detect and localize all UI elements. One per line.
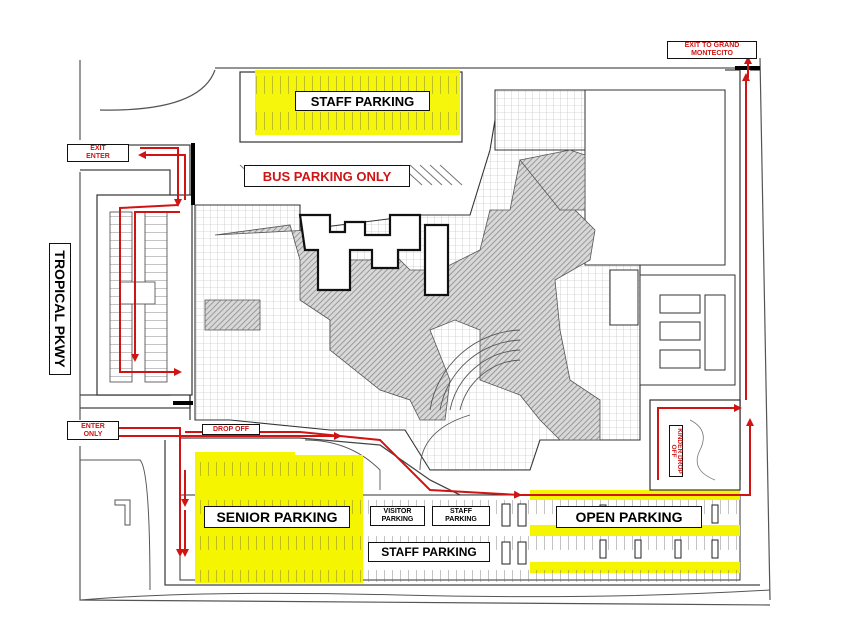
- visitor-parking-label: VISITOR PARKING: [370, 506, 425, 526]
- staff-parking-top-label: STAFF PARKING: [295, 91, 430, 111]
- exit-grand-montecito-label: EXIT TO GRAND MONTECITO: [667, 41, 757, 59]
- enter-only-label: ENTER ONLY: [67, 421, 119, 440]
- exit-enter-label: EXIT ENTER: [67, 144, 129, 162]
- drop-off-label: DROP OFF: [202, 424, 260, 435]
- building-footprints: [298, 213, 450, 297]
- traffic-routes: [112, 56, 754, 557]
- staff-parking-bottom-label: STAFF PARKING: [368, 542, 490, 562]
- staff-parking-small-label: STAFF PARKING: [432, 506, 490, 526]
- open-parking-label: OPEN PARKING: [556, 506, 702, 528]
- left-parking-lot: [96, 194, 193, 396]
- lower-left-area: [79, 459, 771, 601]
- kinder-drop-off-label: KINDER DROP OFF: [669, 425, 683, 477]
- senior-parking-label: SENIOR PARKING: [204, 506, 350, 528]
- school-buildings: [204, 149, 601, 441]
- road-label: TROPICAL PKWY: [49, 243, 71, 375]
- bus-parking-label: BUS PARKING ONLY: [244, 165, 410, 187]
- central-plaza: [304, 329, 521, 490]
